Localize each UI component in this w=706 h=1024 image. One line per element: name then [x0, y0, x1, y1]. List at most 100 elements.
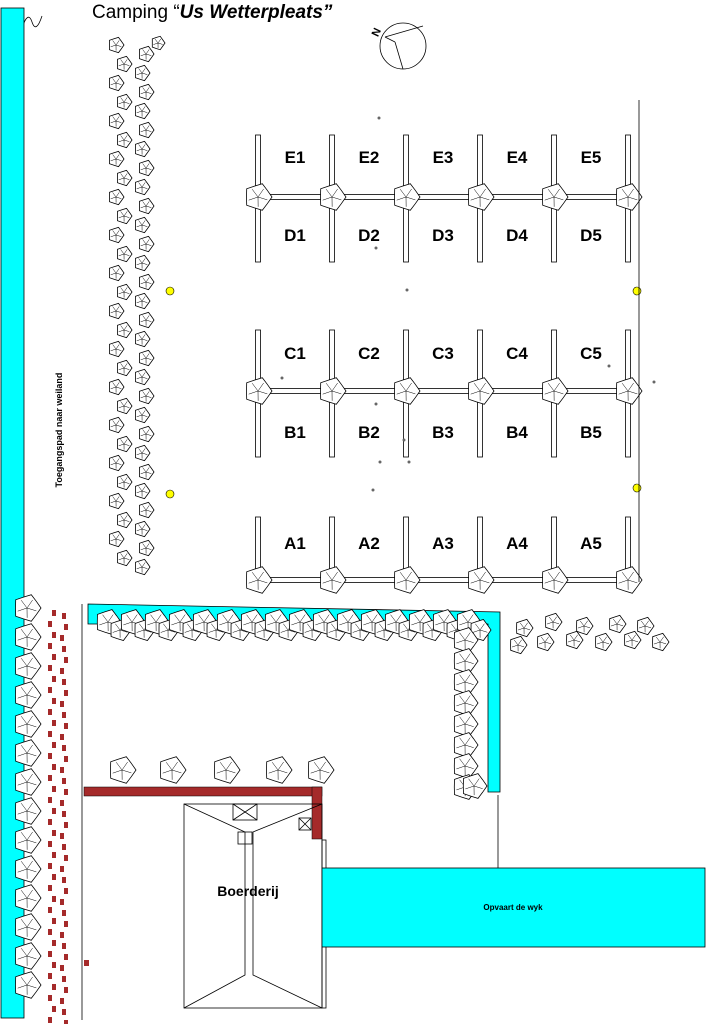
- plot-label: A3: [432, 534, 454, 553]
- tree-icon: [108, 454, 125, 472]
- hedge-block: [62, 745, 66, 751]
- tree-icon: [108, 340, 125, 358]
- tree-icon: [134, 330, 151, 348]
- plot-label: D4: [506, 226, 528, 245]
- plot-label: A5: [580, 534, 602, 553]
- tree-icon: [116, 131, 133, 149]
- tree-icon: [468, 377, 495, 405]
- tree-icon: [116, 245, 133, 263]
- path-label: Toegangspad naar weiland: [54, 373, 64, 488]
- tree-icon: [616, 566, 643, 594]
- tree-belt: [108, 35, 166, 576]
- tree-icon: [462, 773, 488, 799]
- hedge-block: [48, 819, 52, 825]
- tree-icon: [134, 444, 151, 462]
- marker-dot: [280, 376, 284, 380]
- tree-icon: [214, 756, 241, 784]
- tree-icon: [576, 616, 594, 636]
- hedge-block: [60, 800, 64, 806]
- plot-label: E1: [285, 148, 306, 167]
- marker-dot: [374, 402, 378, 406]
- tree-icon: [15, 797, 42, 825]
- tree-icon: [134, 520, 151, 538]
- tree-icon: [116, 283, 133, 301]
- tree-icon: [138, 273, 155, 291]
- hedge-block: [52, 786, 56, 792]
- plot-label: B4: [506, 423, 528, 442]
- tree-icon: [138, 121, 155, 139]
- tree-icon: [246, 183, 273, 211]
- hedge-block: [84, 960, 89, 966]
- tree-icon: [246, 377, 273, 405]
- hedge-block: [52, 896, 56, 902]
- hedge-block: [48, 731, 52, 737]
- hedge-block: [48, 1017, 52, 1023]
- tree-icon: [138, 539, 155, 557]
- hedge-block: [52, 984, 56, 990]
- farm-label: Boerderij: [217, 883, 278, 899]
- hedge-block: [62, 613, 66, 619]
- tree-icon: [108, 530, 125, 548]
- tree-icon: [108, 188, 125, 206]
- tree-icon: [108, 416, 125, 434]
- pitch-rail: [257, 577, 629, 583]
- hedge-block: [52, 720, 56, 726]
- tree-icon: [138, 45, 155, 63]
- tree-icon: [15, 855, 42, 883]
- canal-label: Opvaart de wyk: [483, 903, 543, 912]
- hedge-block: [64, 756, 68, 762]
- hedge-block: [52, 764, 56, 770]
- hedge-block: [48, 841, 52, 847]
- tree-icon: [453, 669, 479, 695]
- marker-dot: [402, 438, 406, 442]
- tree-icon: [609, 614, 627, 634]
- marker-dot: [652, 380, 656, 384]
- tree-icon: [138, 425, 155, 443]
- tree-icon: [453, 753, 479, 779]
- marker-dot: [405, 288, 409, 292]
- hedge-block: [48, 753, 52, 759]
- hedge-block: [60, 668, 64, 674]
- tree-icon: [15, 913, 42, 941]
- tree-icon: [320, 377, 347, 405]
- hedge-block: [60, 635, 64, 641]
- pitch-rail: [257, 388, 629, 394]
- hedge-block: [48, 643, 52, 649]
- tree-icon: [15, 623, 42, 651]
- plot-label: E4: [507, 148, 528, 167]
- hedge-block: [64, 954, 68, 960]
- tree-icon: [134, 216, 151, 234]
- lamp-icon: [632, 286, 642, 296]
- plot-label: D1: [284, 226, 306, 245]
- hedge-block: [60, 701, 64, 707]
- tree-icon: [266, 756, 293, 784]
- tree-icon: [134, 558, 151, 576]
- hedge-block: [52, 698, 56, 704]
- tree-icon: [116, 473, 133, 491]
- tree-icon: [108, 264, 125, 282]
- hedge-block: [48, 665, 52, 671]
- tree-icon: [394, 377, 421, 405]
- hedge-block: [62, 712, 66, 718]
- tree-icon: [108, 226, 125, 244]
- hedge-block: [62, 943, 66, 949]
- hedge-block: [64, 657, 68, 663]
- tree-icon: [160, 756, 187, 784]
- hedge-block: [62, 1009, 66, 1015]
- tree-icon: [15, 710, 42, 738]
- marker-dot: [377, 116, 381, 120]
- tree-icon: [134, 406, 151, 424]
- tree-icon: [516, 618, 534, 638]
- tree-icon: [542, 183, 569, 211]
- hedge-block: [64, 690, 68, 696]
- plot-label: E2: [359, 148, 380, 167]
- hedge-block: [60, 866, 64, 872]
- plot-label: D2: [358, 226, 380, 245]
- tree-icon: [108, 492, 125, 510]
- tree-icon: [108, 378, 125, 396]
- hedge-block: [62, 910, 66, 916]
- hedge-block: [52, 632, 56, 638]
- tree-icon: [134, 140, 151, 158]
